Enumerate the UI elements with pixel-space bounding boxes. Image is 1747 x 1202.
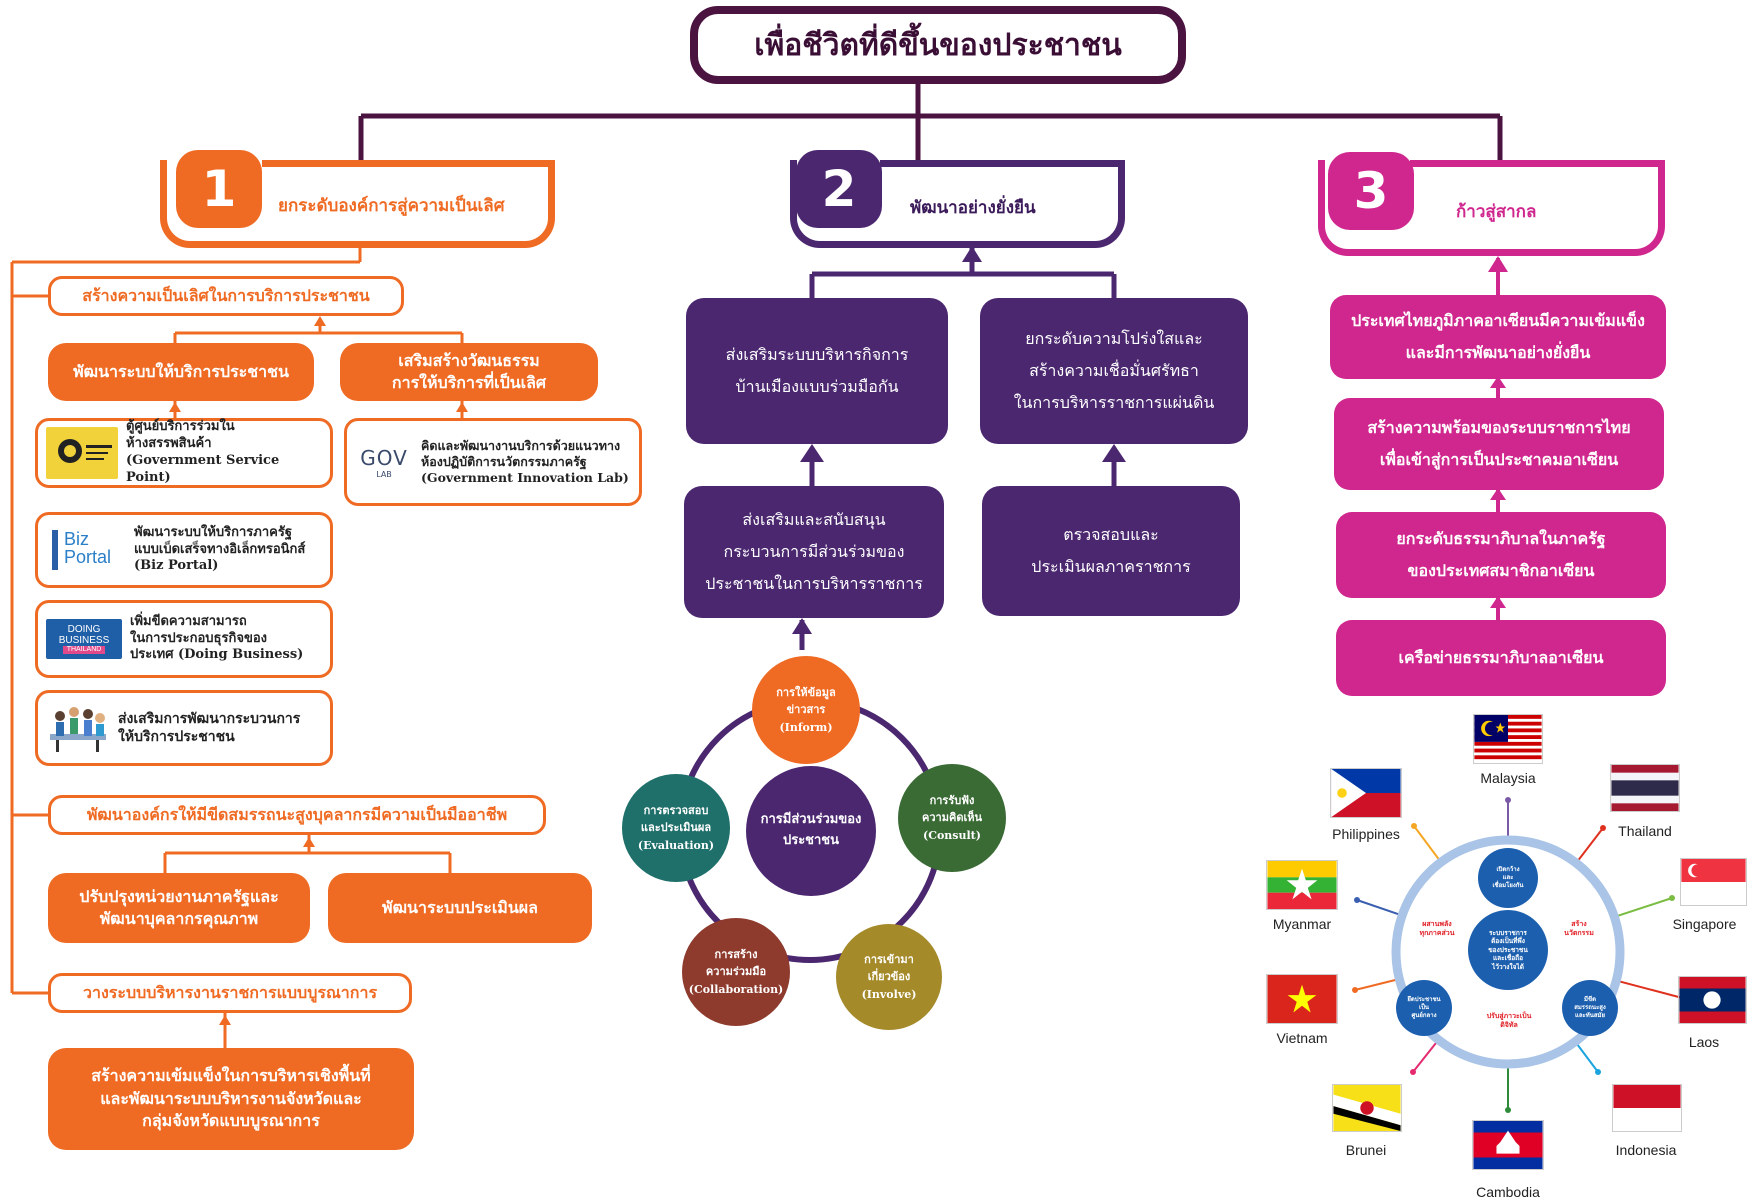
laos-flag bbox=[1678, 976, 1747, 1024]
collaborative-governance-box: ส่งเสริมระบบบริหารกิจการ บ้านเมืองแบบร่ว… bbox=[686, 298, 948, 444]
inform-circle: การให้ข้อมูล ข่าวสาร (Inform) bbox=[752, 656, 860, 764]
pillar1-heading: ยกระดับองค์การสู่ความเป็นเลิศ bbox=[278, 195, 505, 216]
people-meeting-illustration bbox=[46, 700, 110, 756]
pillar1-header-topline bbox=[262, 160, 555, 167]
collaboration-label: การสร้าง ความร่วมมือ (Collaboration) bbox=[688, 947, 784, 996]
philippines-flag bbox=[1330, 768, 1402, 818]
high-performance-org-section: พัฒนาองค์กรให้มีขีดสมรรถนะสูงบุคลากรมีคว… bbox=[48, 795, 546, 835]
singapore-flag bbox=[1680, 858, 1747, 906]
vietnam-label: Vietnam bbox=[1276, 1030, 1328, 1046]
consult-circle: การรับฟัง ความคิดเห็น (Consult) bbox=[898, 764, 1006, 872]
indonesia-label: Indonesia bbox=[1615, 1142, 1677, 1158]
brunei-flag bbox=[1332, 1084, 1402, 1132]
gov-service-point-text: ตู้ศูนย์บริการร่วมใน ห้างสรรพสินค้า (Gov… bbox=[126, 419, 280, 485]
singapore-label: Singapore bbox=[1672, 916, 1737, 932]
government-service-point-logo bbox=[46, 427, 118, 479]
portal-logo-text: Portal bbox=[64, 547, 112, 567]
gov-lab-logo-text: GOV bbox=[360, 445, 408, 470]
evaluation-label: การตรวจสอบ และประเมินผล (Evaluation) bbox=[637, 803, 715, 852]
inform-label: การให้ข้อมูล ข่าวสาร (Inform) bbox=[776, 685, 836, 734]
hub-center-text: ระบบราชการ ต้องเป็นที่พึ่ง ของประชาชน แล… bbox=[1488, 928, 1528, 971]
pillar3-header-frame bbox=[1318, 160, 1665, 256]
gov-innovation-lab-card: GOV LAB คิดและพัฒนางานบริการด้วยแนวทาง ห… bbox=[344, 418, 642, 506]
business-logo-text: BUSINESS bbox=[58, 634, 110, 646]
pillar1-number: 1 bbox=[176, 150, 262, 228]
evaluation-system-box: พัฒนาระบบประเมินผล bbox=[328, 873, 592, 943]
gov-lab-text: คิดและพัฒนางานบริการด้วยแนวทาง ห้องปฏิบั… bbox=[421, 437, 629, 486]
hub-node-left: ยึดประชาชน เป็น ศูนย์กลาง bbox=[1396, 980, 1452, 1036]
vietnam-flag bbox=[1266, 974, 1338, 1024]
thailand-logo-text: THAILAND bbox=[62, 645, 106, 655]
biz-portal-text: พัฒนาระบบให้บริการภาครัฐ แบบเบ็ดเสร็จทาง… bbox=[134, 524, 306, 574]
philippines-label: Philippines bbox=[1332, 826, 1400, 842]
cambodia-label: Cambodia bbox=[1476, 1184, 1540, 1200]
malaysia-flag bbox=[1473, 714, 1543, 764]
hub-label-right: สร้าง นวัตกรรม bbox=[1564, 920, 1594, 938]
thailand-label: Thailand bbox=[1618, 823, 1672, 839]
hub-node-top-text: เปิดกว้าง และ เชื่อมโยงกัน bbox=[1492, 866, 1524, 889]
thailand-flag bbox=[1610, 764, 1680, 812]
doing-business-text: เพิ่มขีดความสามารถ ในการประกอบธุรกิจของ … bbox=[130, 613, 304, 663]
involve-circle: การเข้ามา เกี่ยวข้อง (Involve) bbox=[836, 924, 942, 1030]
collaboration-circle: การสร้าง ความร่วมมือ (Collaboration) bbox=[682, 918, 790, 1026]
area-management-box: สร้างความเข้มแข็งในการบริหารเชิงพื้นที่ … bbox=[48, 1048, 414, 1150]
pillar3-number: 3 bbox=[1328, 152, 1414, 230]
pillar2-number: 2 bbox=[796, 150, 882, 228]
audit-evaluation-box: ตรวจสอบและ ประเมินผลภาคราชการ bbox=[982, 486, 1240, 616]
myanmar-flag bbox=[1266, 860, 1338, 910]
pillar3-heading: ก้าวสู่สากล bbox=[1456, 201, 1537, 222]
doing-business-card: DOING BUSINESS THAILAND เพิ่มขีดความสามา… bbox=[35, 600, 333, 678]
thai-readiness-box: สร้างความพร้อมของระบบราชการไทย เพื่อเข้า… bbox=[1334, 398, 1664, 490]
main-title: เพื่อชีวิตที่ดีขึ้นของประชาชน bbox=[690, 6, 1186, 84]
biz-portal-logo: Biz Portal bbox=[46, 524, 126, 576]
hub-label-bottom: ปรับสู่ภาวะเป็น ดิจิทัล bbox=[1486, 1012, 1532, 1030]
pillar2-header-topline bbox=[880, 160, 1125, 167]
involve-label: การเข้ามา เกี่ยวข้อง (Involve) bbox=[861, 952, 917, 1001]
myanmar-label: Myanmar bbox=[1272, 916, 1332, 932]
improve-agencies-box: ปรับปรุงหน่วยงานภาครัฐและ พัฒนาบุคลากรคุ… bbox=[48, 873, 310, 943]
public-participation-box: ส่งเสริมและสนับสนุน กระบวนการมีส่วนร่วมข… bbox=[684, 486, 944, 618]
doing-logo-text: DOING bbox=[67, 623, 101, 635]
transparency-box: ยกระดับความโปร่งใสและ สร้างความเชื่อมั่น… bbox=[980, 298, 1248, 444]
service-culture-box: เสริมสร้างวัฒนธรรม การให้บริการที่เป็นเล… bbox=[340, 343, 598, 401]
cambodia-flag bbox=[1472, 1120, 1544, 1170]
participation-center: การมีส่วนร่วมของ ประชาชน bbox=[746, 766, 876, 896]
excellence-service-section: สร้างความเป็นเลิศในการบริการประชาชน bbox=[48, 276, 404, 316]
service-process-text: ส่งเสริมการพัฒนากระบวนการ ให้บริการประชา… bbox=[118, 710, 301, 745]
malaysia-label: Malaysia bbox=[1480, 770, 1536, 786]
biz-portal-card: Biz Portal พัฒนาระบบให้บริการภาครัฐ แบบเ… bbox=[35, 512, 333, 588]
hub-node-right: มีขีด สมรรถนะสูง และทันสมัย bbox=[1562, 980, 1618, 1036]
hub-node-left-text: ยึดประชาชน เป็น ศูนย์กลาง bbox=[1407, 996, 1441, 1019]
doing-business-logo: DOING BUSINESS THAILAND bbox=[46, 619, 122, 659]
hub-center: ระบบราชการ ต้องเป็นที่พึ่ง ของประชาชน แล… bbox=[1468, 910, 1548, 990]
pillar2-heading: พัฒนาอย่างยั่งยืน bbox=[910, 197, 1036, 218]
laos-label: Laos bbox=[1688, 1034, 1720, 1050]
brunei-label: Brunei bbox=[1345, 1142, 1387, 1158]
pillar3-header-topline bbox=[1410, 160, 1665, 167]
indonesia-flag bbox=[1612, 1084, 1682, 1132]
hub-node-top: เปิดกว้าง และ เชื่อมโยงกัน bbox=[1478, 848, 1538, 908]
asean-network-box: เครือข่ายธรรมาภิบาลอาเซียน bbox=[1336, 620, 1666, 696]
integrated-admin-section: วางระบบบริหารงานราชการแบบบูรณาการ bbox=[48, 973, 412, 1013]
consult-label: การรับฟัง ความคิดเห็น (Consult) bbox=[922, 793, 982, 842]
gov-service-point-card: ตู้ศูนย์บริการร่วมใน ห้างสรรพสินค้า (Gov… bbox=[35, 418, 333, 488]
biz-logo-text: Biz bbox=[64, 529, 90, 549]
service-process-card: ส่งเสริมการพัฒนากระบวนการ ให้บริการประชา… bbox=[35, 690, 333, 766]
evaluation-circle: การตรวจสอบ และประเมินผล (Evaluation) bbox=[622, 774, 730, 882]
hub-label-left: ผสานพลัง ทุกภาคส่วน bbox=[1419, 920, 1455, 938]
gov-lab-logo: GOV LAB bbox=[355, 432, 413, 492]
service-system-box: พัฒนาระบบให้บริการประชาชน bbox=[48, 343, 314, 401]
participation-center-label: การมีส่วนร่วมของ ประชาชน bbox=[760, 812, 862, 848]
asean-strong-box: ประเทศไทยภูมิภาคอาเซียนมีความเข้มแข็ง แล… bbox=[1330, 295, 1666, 379]
hub-node-right-text: มีขีด สมรรถนะสูง และทันสมัย bbox=[1574, 996, 1606, 1019]
pillar1-header-frame bbox=[160, 160, 555, 248]
pillar2-header-frame bbox=[790, 160, 1125, 248]
asean-governance-box: ยกระดับธรรมาภิบาลในภาครัฐ ของประเทศสมาชิ… bbox=[1336, 512, 1666, 598]
gov-lab-logo-subtext: LAB bbox=[376, 469, 392, 479]
